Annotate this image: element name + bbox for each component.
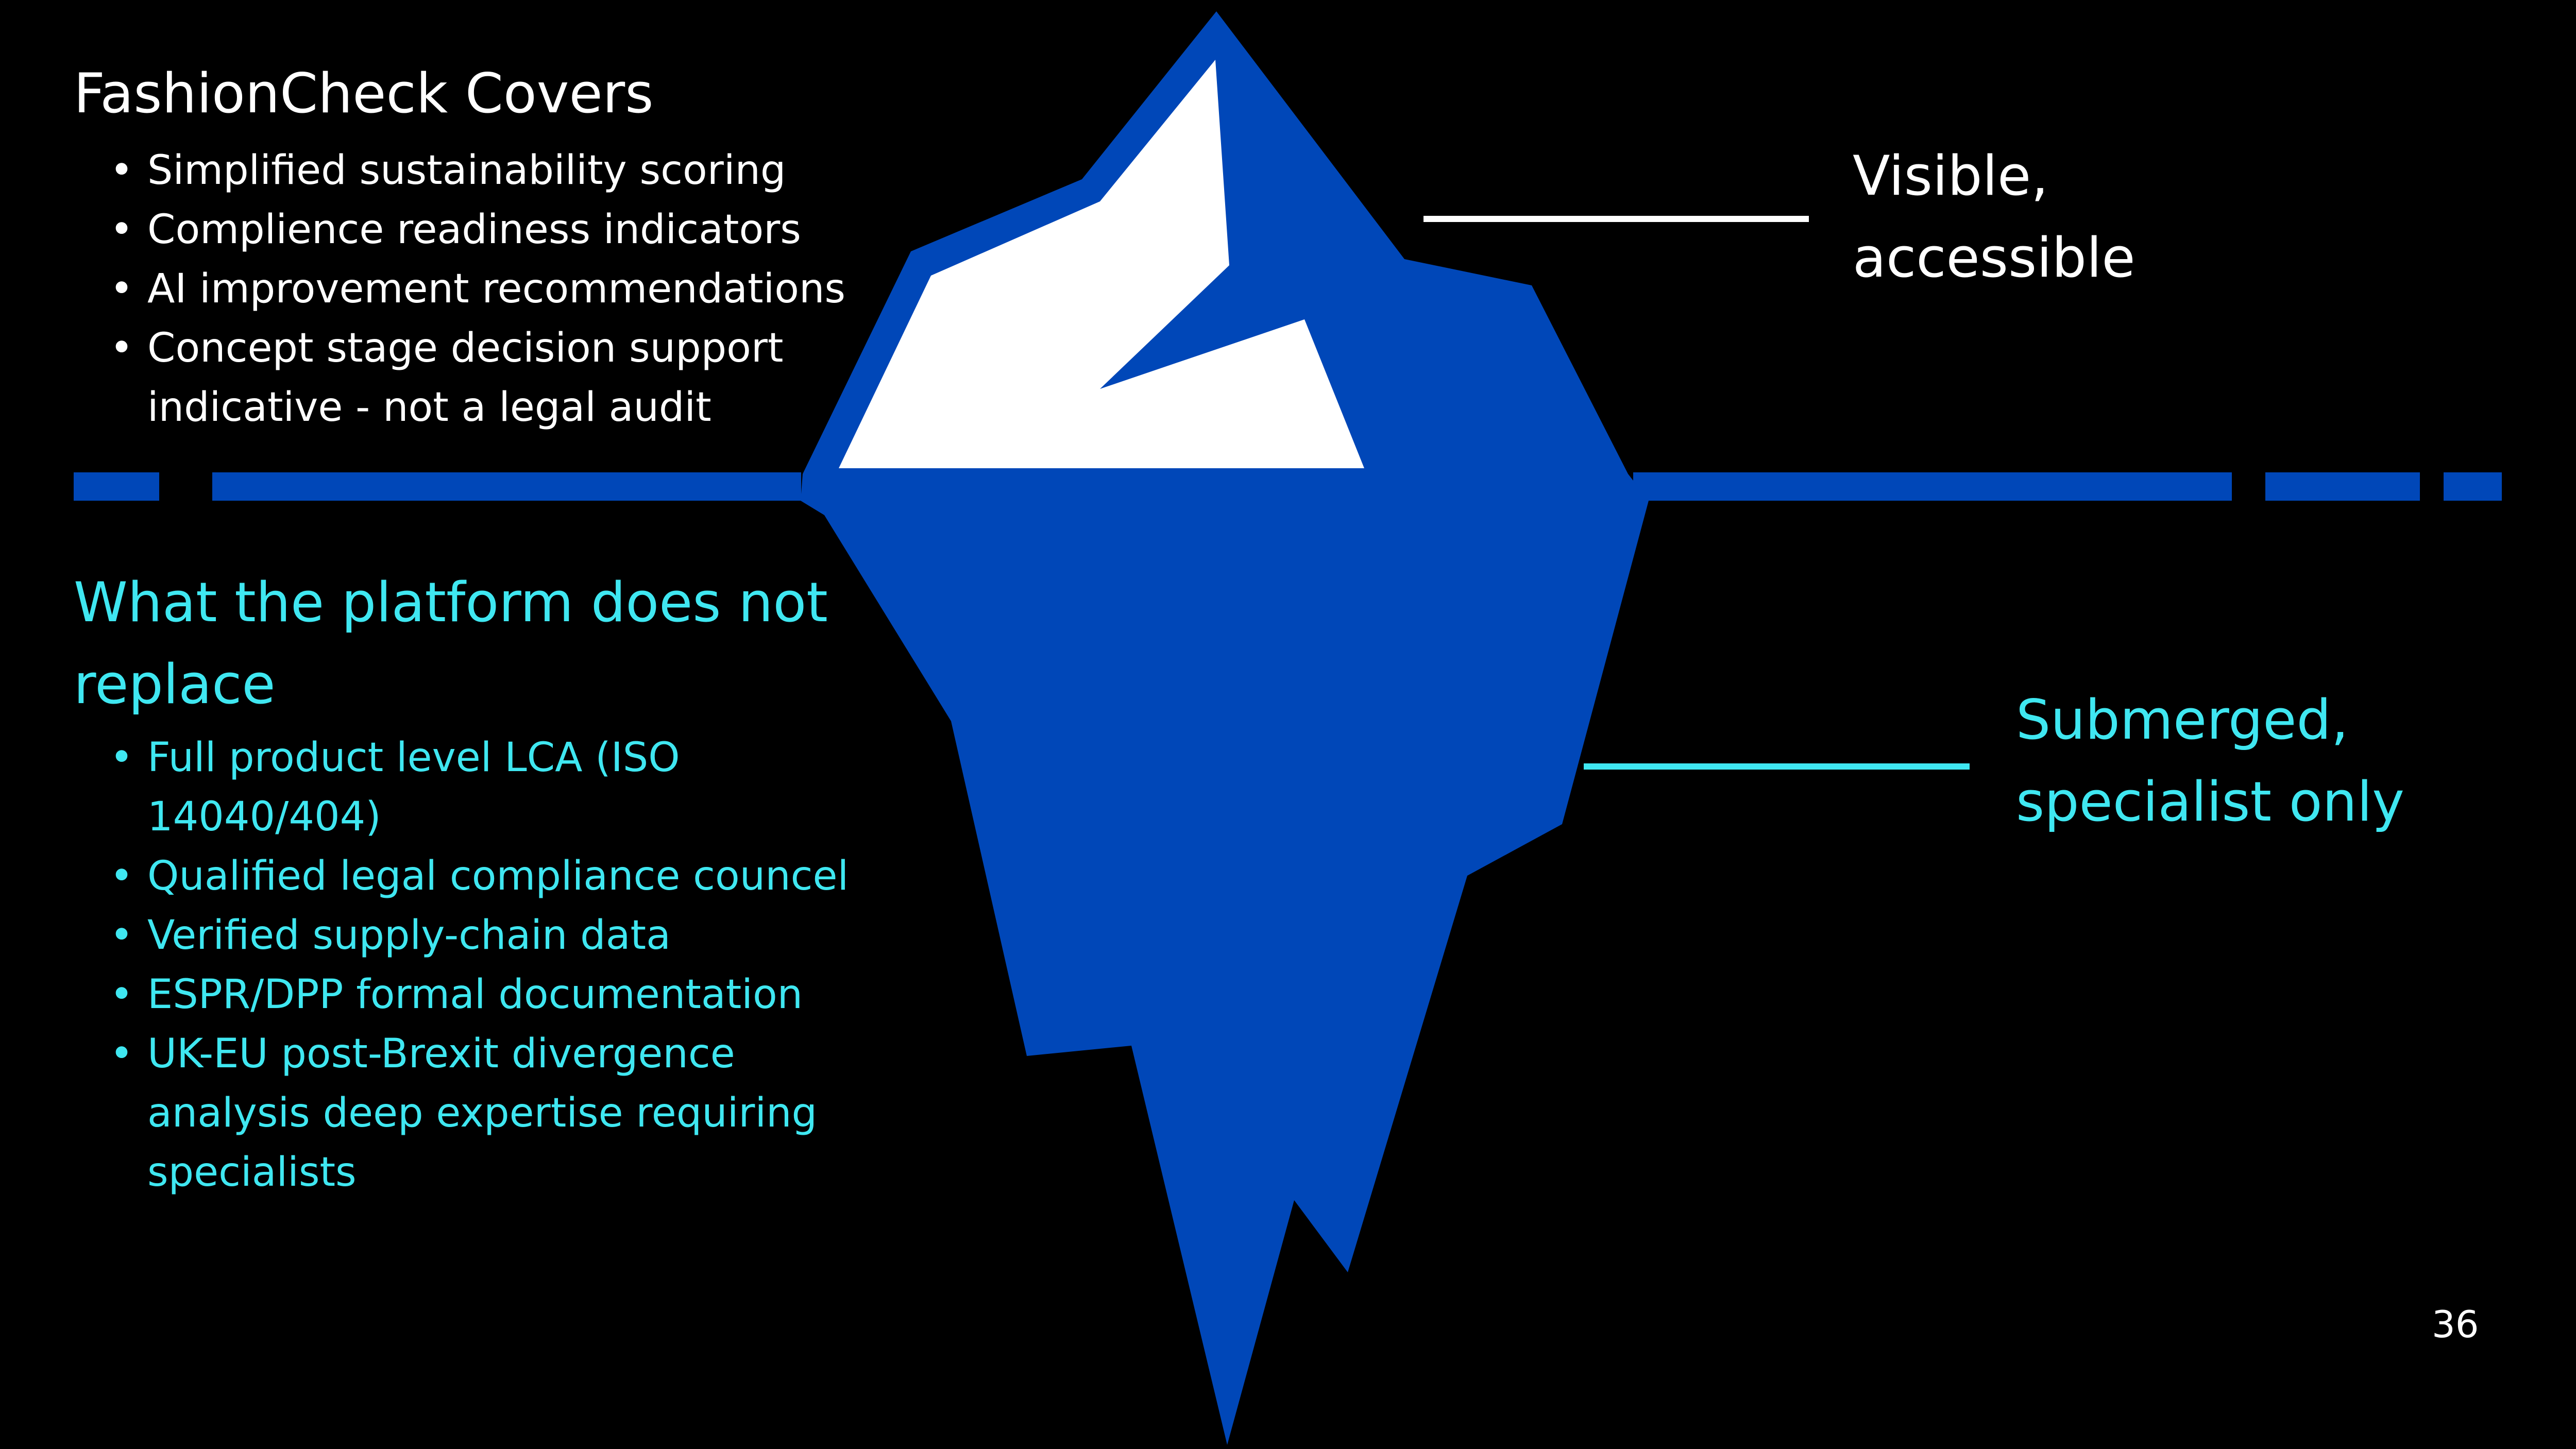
waterline-segment-3 (1633, 472, 2232, 501)
submerged-label: Submerged, specialist only (2016, 688, 2405, 833)
top-list-item: AI improvement recommendations (110, 260, 900, 319)
top-section-title: FashionCheck Covers (74, 62, 654, 125)
bottom-list-item-text: UK-EU post-Brexit divergence analysis de… (147, 1031, 818, 1196)
bottom-list-item: UK-EU post-Brexit divergence analysis de… (110, 1025, 900, 1202)
top-list-item-text: Simplified sustainability scoring (147, 147, 786, 194)
bottom-section-title: What the platform does not replace (74, 571, 828, 716)
visible-label: Visible, accessible (1853, 144, 2136, 289)
top-feature-list: Simplified sustainability scoring Compli… (110, 141, 900, 437)
iceberg-highlight-top (839, 60, 1364, 468)
waterline-segment-1 (74, 472, 159, 501)
top-list-item: Concept stage decision support indicativ… (110, 319, 900, 437)
visible-pointer-line (1423, 216, 1809, 222)
top-list-item: Simplified sustainability scoring (110, 141, 900, 200)
bottom-list-item-text: Qualified legal compliance councel (147, 853, 849, 899)
top-list-item-text: Concept stage decision support indicativ… (147, 325, 784, 431)
waterline-segment-4 (2265, 472, 2420, 501)
bottom-list-item: Full product level LCA (ISO 14040/404) (110, 728, 900, 847)
page-number: 36 (2432, 1303, 2479, 1346)
bottom-list-item-text: ESPR/DPP formal documentation (147, 971, 803, 1018)
submerged-pointer-line (1584, 763, 1970, 770)
waterline-segment-5 (2444, 472, 2502, 501)
bottom-list-item: Verified supply-chain data (110, 906, 900, 965)
top-list-item-text: AI improvement recommendations (147, 266, 846, 312)
bottom-list-item-text: Full product level LCA (ISO 14040/404) (147, 735, 680, 840)
bottom-list-item-text: Verified supply-chain data (147, 912, 671, 959)
top-list-item-text: Complience readiness indicators (147, 207, 801, 253)
bottom-list-item: Qualified legal compliance councel (110, 847, 900, 906)
iceberg-icon (801, 11, 1649, 1445)
bottom-feature-list: Full product level LCA (ISO 14040/404) Q… (110, 728, 900, 1202)
waterline (74, 472, 2502, 501)
bottom-list-item: ESPR/DPP formal documentation (110, 965, 900, 1025)
top-list-item: Complience readiness indicators (110, 200, 900, 260)
waterline-segment-2 (212, 472, 801, 501)
